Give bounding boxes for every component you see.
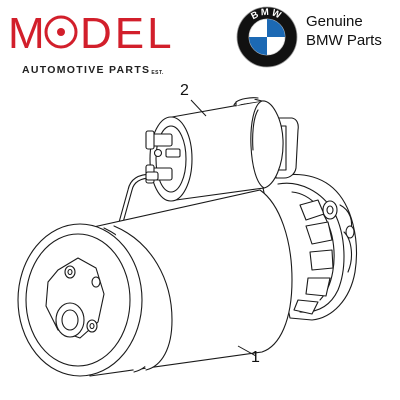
genuine-line-2: BMW Parts [306, 32, 382, 49]
callout-label-1: 1 [251, 349, 260, 366]
logo-est: EST. [151, 70, 164, 76]
logo-o-dot [57, 28, 65, 36]
leader-line-1 [237, 345, 257, 357]
logo-letter-m: M [8, 10, 45, 58]
genuine-line-1: Genuine [306, 13, 363, 30]
solenoid [145, 97, 284, 202]
callout-label-2: 2 [180, 82, 189, 99]
drive-end-housing [261, 173, 358, 321]
bmw-arc-letters: BMW [249, 7, 284, 22]
wire-lug-top [145, 171, 159, 181]
bmw-quadrant-top-right [267, 19, 285, 37]
genuine-bmw-parts: Genuine BMW Parts [306, 12, 398, 50]
logo-o-ring [44, 15, 78, 49]
bmw-quadrant-bottom-left [249, 37, 267, 55]
model-wordmark: M DEL [8, 9, 175, 58]
logo-letters-del: DEL [80, 10, 175, 58]
motor-body [17, 189, 293, 377]
logo-subtitle-text: AUTOMOTIVE PARTS [22, 64, 151, 76]
logo-subtitle: AUTOMOTIVE PARTSEST. [22, 64, 164, 76]
bmw-roundel-logo: BMW [236, 6, 298, 68]
model-automotive-logo: M DEL AUTOMOTIVE PARTSEST. [8, 9, 178, 76]
leader-line-2 [190, 99, 207, 117]
